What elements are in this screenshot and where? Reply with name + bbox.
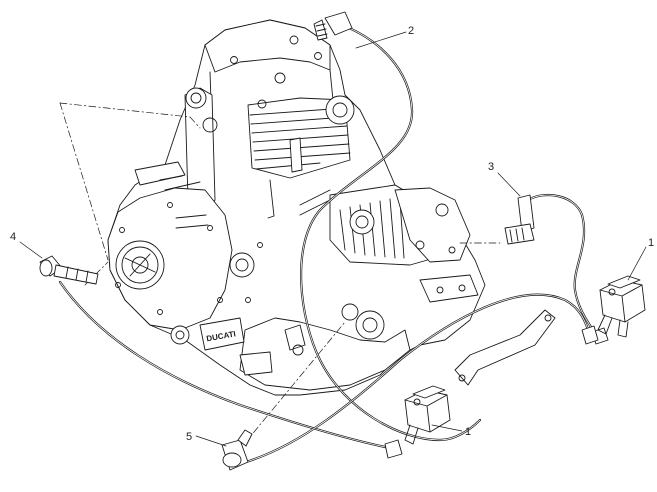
horizontal-cylinder-fins (339, 198, 405, 259)
spark-plug-cap-4 (39, 255, 99, 285)
callout-5: 5 (186, 431, 192, 443)
spark-plug-cap-5 (221, 429, 253, 471)
ignition-coil-1-lower (404, 385, 451, 445)
ht-lead-2 (299, 11, 482, 442)
callout-3: 3 (488, 161, 494, 173)
engine-assembly: DUCATI (107, 19, 556, 396)
ignition-coil-1-upper (597, 275, 646, 338)
callout-2: 2 (408, 25, 414, 37)
callout-labels: 2 3 4 1 1 5 (10, 25, 654, 443)
callout-4: 4 (10, 231, 16, 243)
callout-1-lower: 1 (465, 426, 471, 438)
ht-lead-4 (39, 255, 403, 459)
spark-plug-cap-2 (313, 11, 353, 41)
ht-lead-3 (504, 193, 609, 345)
spark-plug-cap-3 (504, 194, 535, 245)
vertical-cylinder-fins (249, 107, 351, 170)
coil-mounting-bracket (454, 309, 556, 386)
callout-1-upper: 1 (648, 237, 654, 249)
ht-lead-5 (221, 293, 599, 471)
callout-leaders (19, 31, 647, 447)
